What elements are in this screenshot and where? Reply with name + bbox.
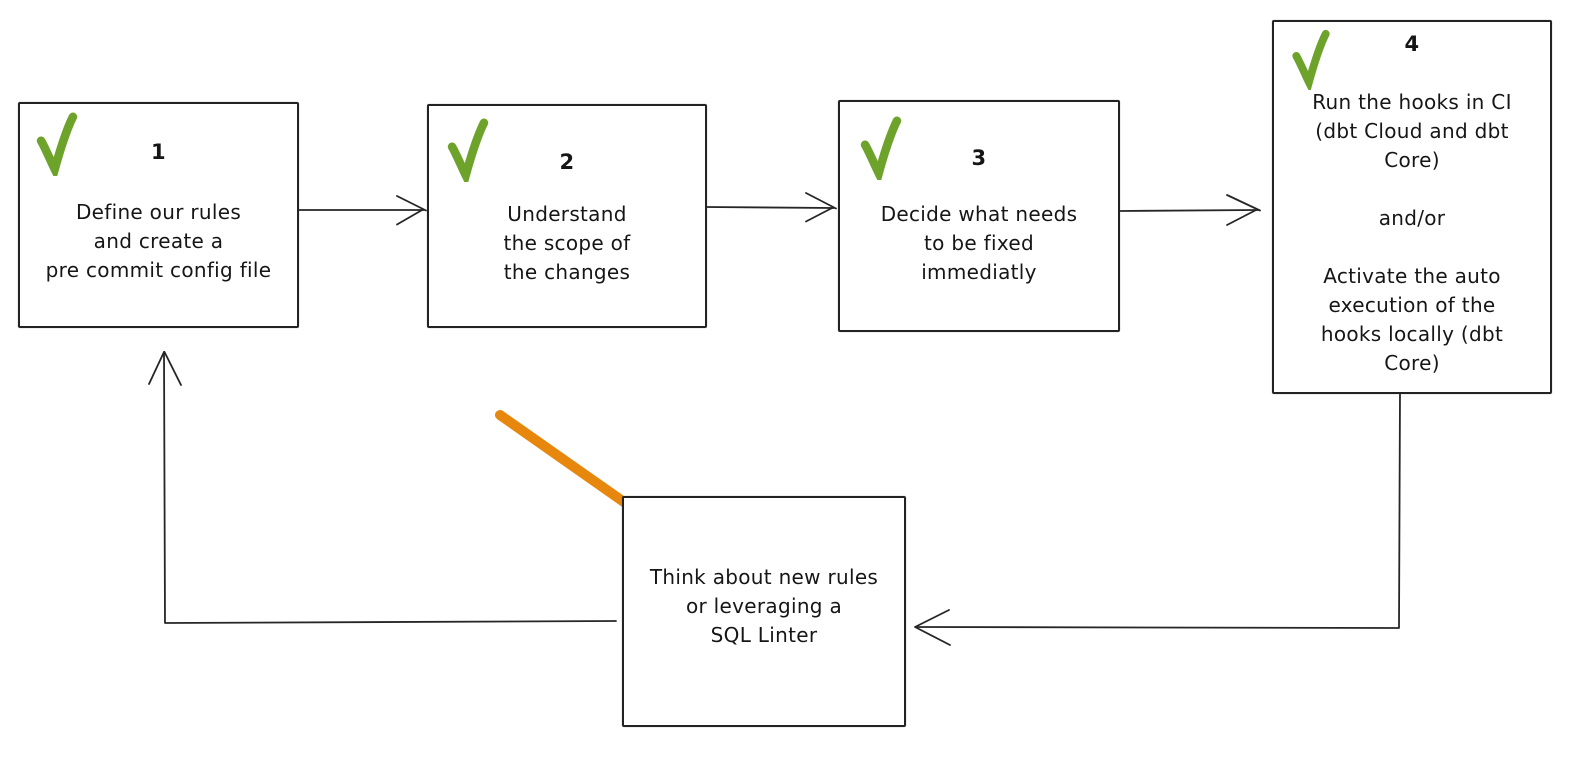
feedback-box-text: Think about new rules or leveraging a SQ… [649,565,879,647]
check-icon [1292,29,1330,90]
feedback-box: Think about new rules or leveraging a SQ… [622,496,906,727]
arrow-step1-to-step2 [295,195,427,226]
arrow-feedback-to-step1 [148,351,617,624]
check-icon [447,118,489,182]
check-icon [860,116,902,180]
step-number: 2 [559,150,575,174]
step-box-1: 1 Define our rules and create a pre comm… [18,102,299,328]
step-text: Run the hooks in CI (dbt Cloud and dbt C… [1312,90,1512,375]
step-number: 1 [150,140,167,164]
step-number: 3 [971,146,987,170]
step-number: 4 [1404,32,1420,56]
check-icon [36,112,78,176]
arrow-step3-to-step4 [1119,194,1261,226]
step-text: Understand the scope of the changes [503,202,631,284]
step-box-2: 2 Understand the scope of the changes [427,104,707,328]
arrow-step4-to-feedback [914,391,1401,646]
step-text: Decide what needs to be fixed immediatly [880,202,1078,284]
step-box-4: 4 Run the hooks in CI (dbt Cloud and dbt… [1272,20,1552,394]
step-box-3: 3 Decide what needs to be fixed immediat… [838,100,1120,332]
step-text: Define our rules and create a pre commit… [45,200,272,282]
arrow-step2-to-step3 [705,192,837,223]
